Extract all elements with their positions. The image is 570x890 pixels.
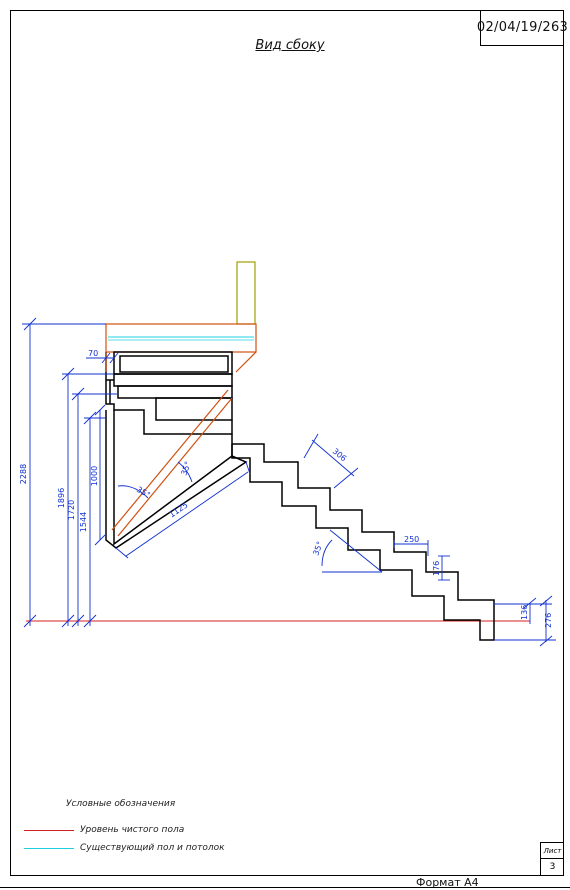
dim-306: 306 [331,447,348,464]
dim-276: 276 [544,613,553,628]
dim-176: 176 [432,561,441,576]
stringer [105,351,257,537]
dim-136: 136 [520,605,529,620]
main-flight-steps [231,443,495,641]
dim-1544: 1544 [79,512,88,532]
dim-1000: 1000 [90,466,99,486]
sheet-frame [10,10,564,876]
dimension-labels: 2288 1896 1720 1544 1000 70 1125 35° 35°… [19,349,553,628]
legend-swatch-cyan [24,847,74,849]
document-code: 02/04/19/263 [477,10,568,46]
dim-1125: 1125 [168,501,190,520]
upper-steps [105,351,233,435]
sheet-number-box: Лист 3 [540,842,564,876]
dim-70: 70 [88,349,98,358]
winder-frame [105,410,248,549]
view-title: Вид сбоку [255,38,325,53]
dim-2288: 2288 [19,464,28,484]
dim-angle-3: 35° [311,540,324,556]
legend-label: Уровень чистого пола [80,825,185,835]
legend-item-floor-level: Уровень чистого пола [24,824,184,836]
dim-1720: 1720 [67,500,76,520]
dim-1896: 1896 [57,488,66,508]
dim-250: 250 [404,535,419,544]
format-line [0,887,570,888]
sheet-number: 3 [549,862,556,872]
wall-post [236,261,256,325]
legend-swatch-red [24,829,74,831]
landing-slab [105,323,257,353]
dim-angle-2: 35° [179,460,192,476]
dimension-lines [22,317,556,647]
legend-title: Условные обозначения [66,799,176,809]
sheet-label: Лист [541,843,564,859]
format-label: Формат А4 [416,876,479,889]
legend-label: Существующий пол и потолок [80,843,225,853]
legend-item-existing-floor: Существующий пол и потолок [24,842,225,854]
